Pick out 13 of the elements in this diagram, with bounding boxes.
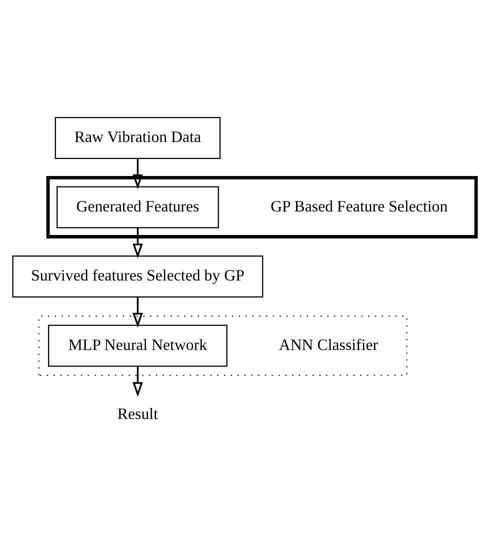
node-text: Result	[117, 406, 158, 424]
node-box: Generated Features	[56, 186, 219, 228]
arrow	[132, 297, 143, 328]
cluster	[46, 176, 478, 238]
node-label: GP Based Feature Selection	[270, 198, 448, 216]
node-box: Raw Vibration Data	[54, 116, 221, 159]
node-label: ANN Classifier	[278, 336, 378, 354]
arrow	[132, 158, 143, 190]
arrow	[132, 366, 143, 397]
node-box: MLP Neural Network	[48, 324, 228, 367]
cluster	[38, 316, 408, 376]
arrow	[132, 228, 143, 258]
node-box: Survived features Selected by GP	[12, 256, 264, 298]
